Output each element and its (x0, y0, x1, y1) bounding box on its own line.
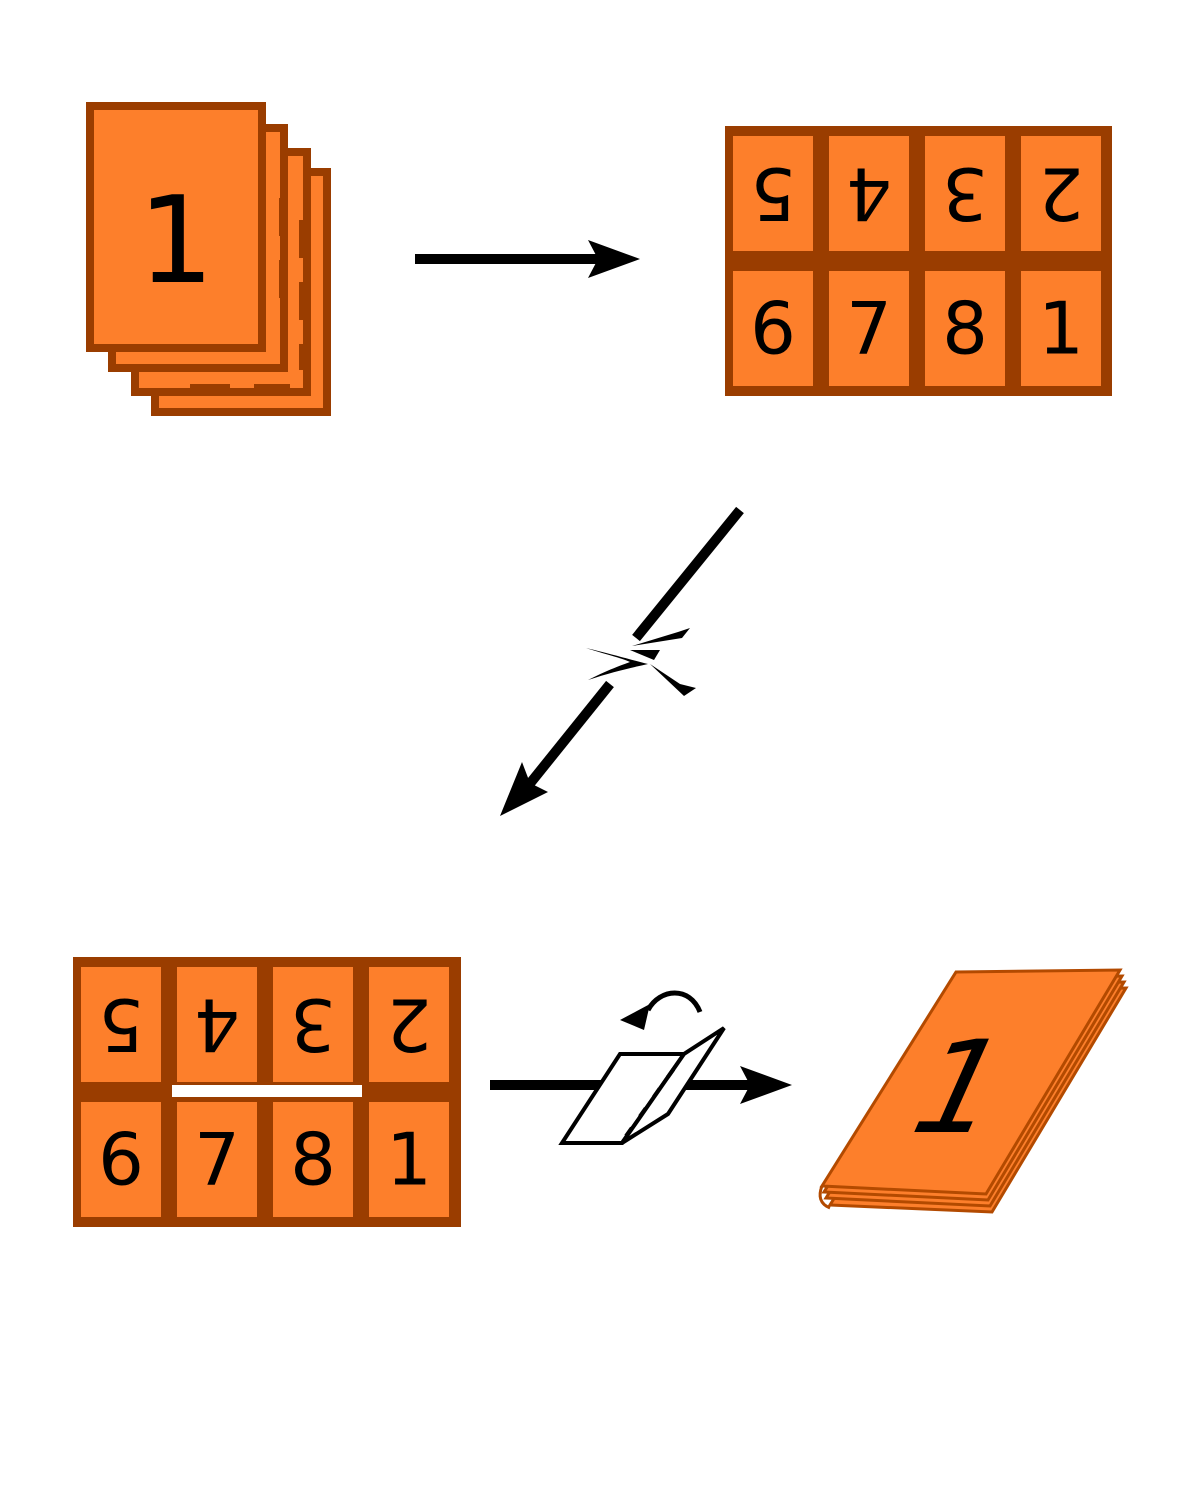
imposed-page (273, 967, 353, 1082)
imposed-page (177, 1102, 257, 1217)
right-arrow-icon (415, 240, 640, 278)
imposed-page-number: 1 (386, 1118, 432, 1202)
imposed-page-number: 7 (194, 1118, 240, 1202)
imposed-page (925, 271, 1005, 386)
finished-booklet: 1 (818, 968, 1129, 1214)
folding-paper-icon (558, 990, 726, 1145)
imposed-page-number: 6 (98, 1118, 144, 1202)
front-page-number: 1 (138, 172, 214, 311)
imposed-page-number: 5 (98, 983, 144, 1067)
imposed-page-number: 2 (1038, 152, 1084, 236)
sheet-edges (166, 198, 307, 392)
imposed-page (369, 1102, 449, 1217)
front-page (86, 102, 266, 352)
scissors-arrow-icon (500, 506, 744, 816)
imposed-page-number: 4 (846, 152, 892, 236)
imposed-page (81, 1102, 161, 1217)
imposed-page (829, 271, 909, 386)
imposed-page (177, 967, 257, 1082)
imposed-page-number: 8 (942, 287, 988, 371)
imposed-page (829, 136, 909, 251)
imposed-page-number: 6 (750, 287, 796, 371)
imposed-page-number: 7 (846, 287, 892, 371)
imposed-page-number: 2 (386, 983, 432, 1067)
imposed-page-number: 3 (942, 152, 988, 236)
imposed-page-number: 4 (194, 983, 240, 1067)
imposed-page (369, 967, 449, 1082)
imposed-page (81, 967, 161, 1082)
fold-arrow-icon (490, 990, 792, 1145)
imposed-page-number: 8 (290, 1118, 336, 1202)
imposed-page (273, 1102, 353, 1217)
booklet-cover (819, 968, 1123, 1196)
imposed-page (733, 271, 813, 386)
imposed-page-number: 1 (1038, 287, 1084, 371)
imposed-page (1021, 136, 1101, 251)
imposed-page (1021, 271, 1101, 386)
imposed-page-number: 3 (290, 983, 336, 1067)
imposed-page (925, 136, 1005, 251)
fold-line (172, 1085, 362, 1097)
page-stack: 1 (86, 102, 331, 416)
imposed-page-number: 5 (750, 152, 796, 236)
scissors-icon (586, 628, 696, 696)
imposed-page (733, 136, 813, 251)
